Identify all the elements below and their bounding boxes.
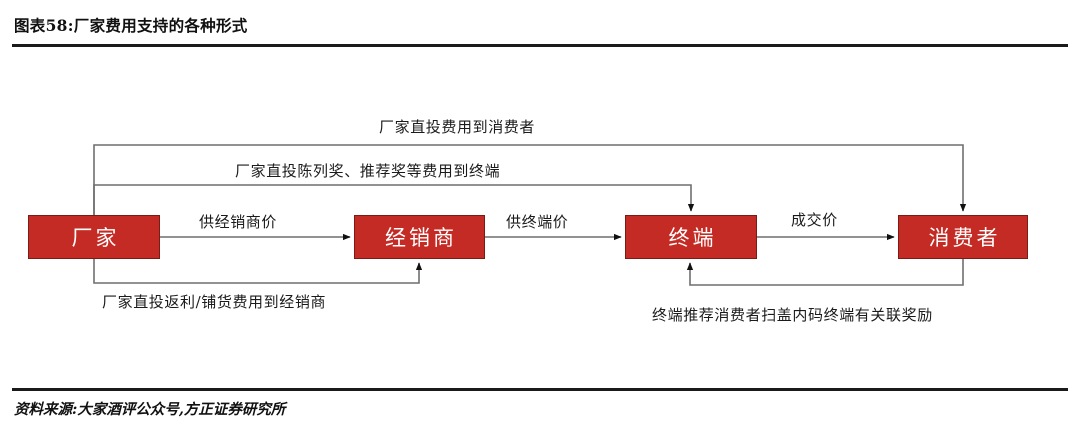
edge-label-rebate: 厂家直投返利/铺货费用到经销商 [102, 293, 327, 311]
node-consumer[interactable]: 消费者 [898, 215, 1028, 259]
edge-scan-reward [686, 259, 964, 286]
node-distributor[interactable]: 经销商 [354, 215, 485, 259]
page-title: 图表58:厂家费用支持的各种形式 [14, 16, 248, 35]
node-factory[interactable]: 厂家 [28, 215, 160, 259]
edge-label-direct-consumer: 厂家直投费用到消费者 [379, 118, 536, 136]
edge-rebate [93, 259, 423, 284]
edge-label-scan-reward: 终端推荐消费者扫盖内码终端有关联奖励 [652, 306, 933, 324]
edge-label-price-deal: 成交价 [791, 211, 838, 229]
edge-label-direct-terminal: 厂家直投陈列奖、推荐奖等费用到终端 [235, 162, 501, 180]
edge-label-price-terminal: 供终端价 [506, 213, 569, 231]
header-rule [12, 44, 1068, 47]
node-terminal[interactable]: 终端 [625, 215, 757, 259]
edge-direct-consumer [93, 144, 967, 215]
edge-direct-terminal [93, 184, 695, 215]
edge-label-price-distributor: 供经销商价 [199, 213, 278, 231]
source-note: 资料来源:大家酒评公众号,方正证券研究所 [14, 401, 286, 418]
footer-rule [12, 388, 1068, 391]
